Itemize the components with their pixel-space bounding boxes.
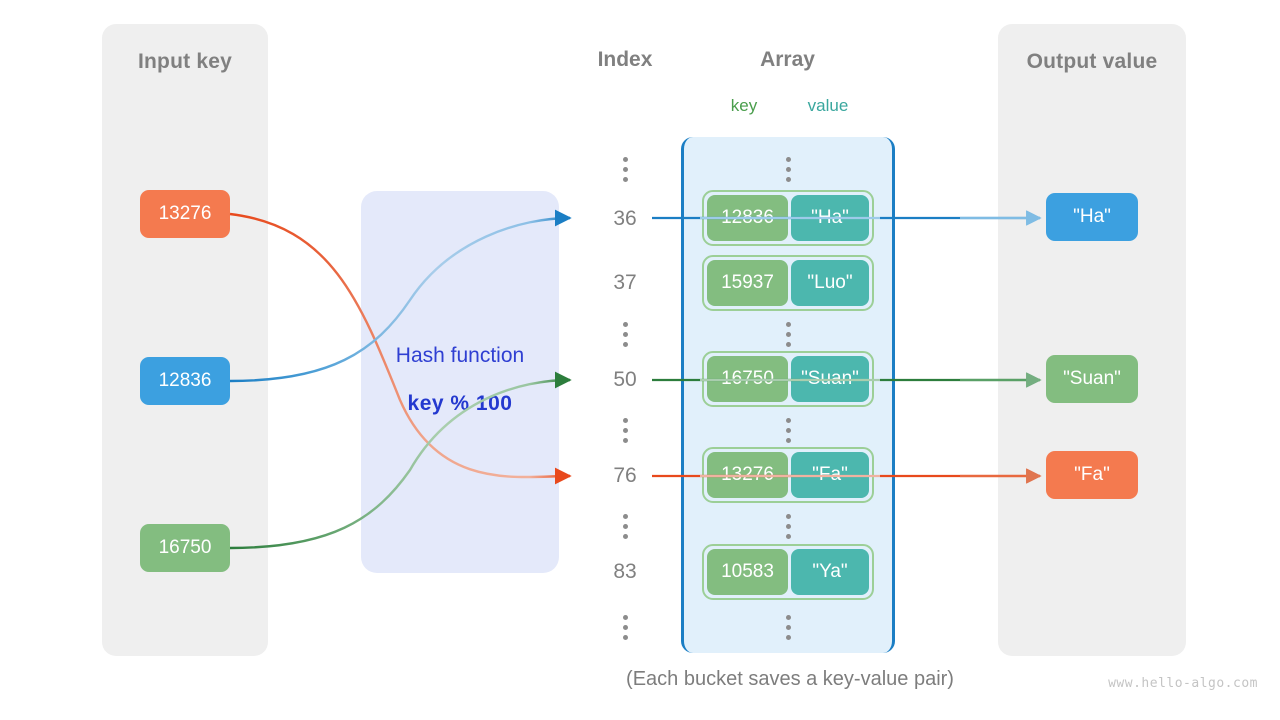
index-ellipsis-3 [575,509,675,544]
bucket-value-cell: "Suan" [791,356,869,402]
bucket-37[interactable]: 15937 "Luo" [702,255,874,311]
index-ellipsis-bottom [575,610,675,645]
input-key-chip-16750[interactable]: 16750 [140,524,230,572]
bucket-76[interactable]: 13276 "Fa" [702,447,874,503]
index-label-36: 36 [613,207,637,230]
input-key-chip-12836[interactable]: 12836 [140,357,230,405]
array-ellipsis-3 [738,509,838,544]
array-ellipsis-bottom [738,610,838,645]
bucket-83[interactable]: 10583 "Ya" [702,544,874,600]
array-ellipsis-2 [738,413,838,448]
index-label-37: 37 [613,271,637,294]
index-column-heading: Index [597,48,653,71]
array-ellipsis-top [738,152,838,187]
output-panel-title: Output value [1026,50,1158,73]
index-label-50: 50 [613,368,637,391]
bucket-key-cell: 16750 [707,356,788,402]
bucket-value-cell: "Luo" [791,260,869,306]
bucket-36[interactable]: 12836 "Ha" [702,190,874,246]
output-value-panel: Output value [998,24,1186,656]
hash-function-box [361,191,559,573]
index-label-83: 83 [613,560,637,583]
index-ellipsis-2 [575,413,675,448]
input-key-chip-13276[interactable]: 13276 [140,190,230,238]
bucket-key-cell: 10583 [707,549,788,595]
watermark-label: www.hello-algo.com [1108,676,1258,691]
array-key-sublabel: key [730,96,758,115]
bucket-key-cell: 15937 [707,260,788,306]
diagram-caption: (Each bucket saves a key-value pair) [626,668,954,690]
array-value-sublabel: value [807,96,849,115]
bucket-key-cell: 12836 [707,195,788,241]
output-value-chip-suan[interactable]: "Suan" [1046,355,1138,403]
hash-function-formula: key % 100 [407,392,513,415]
bucket-value-cell: "Ha" [791,195,869,241]
bucket-50[interactable]: 16750 "Suan" [702,351,874,407]
array-ellipsis-1 [738,317,838,352]
bucket-key-cell: 13276 [707,452,788,498]
bucket-value-cell: "Ya" [791,549,869,595]
output-value-chip-fa[interactable]: "Fa" [1046,451,1138,499]
index-label-76: 76 [613,464,637,487]
index-ellipsis-top [575,152,675,187]
index-ellipsis-1 [575,317,675,352]
bucket-value-cell: "Fa" [791,452,869,498]
hash-function-label: Hash function [395,344,525,367]
output-value-chip-ha[interactable]: "Ha" [1046,193,1138,241]
array-column-heading: Array [760,48,815,71]
input-panel-title: Input key [138,50,232,73]
